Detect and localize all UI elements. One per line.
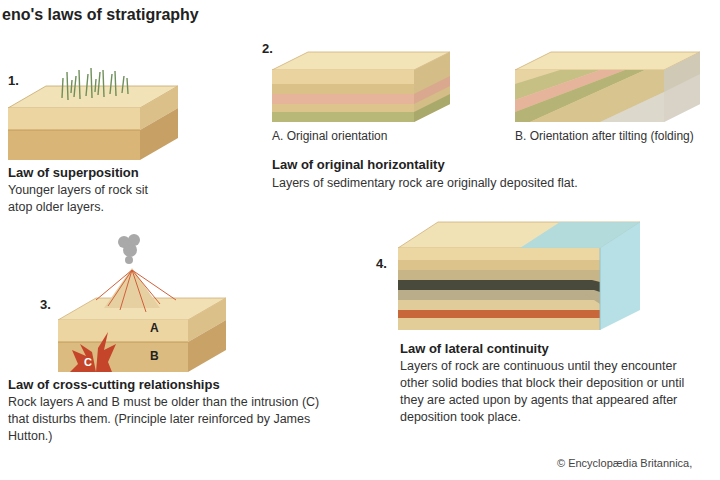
layer-label: B: [150, 348, 159, 364]
panel-caption: B. Orientation after tilting (folding): [515, 128, 694, 144]
law-description: Younger layers of rock sit atop older la…: [8, 182, 168, 216]
law-description: Layers of sedimentary rock are originall…: [272, 175, 692, 192]
law-heading: Law of superposition: [8, 164, 139, 182]
law-description: Rock layers A and B must be older than t…: [8, 394, 328, 445]
callout-number: 2.: [262, 40, 273, 58]
law-description: Layers of rock are continuous until they…: [400, 358, 700, 426]
horizontal-block: [272, 52, 450, 122]
copyright-note: © Encyclopædia Britannica,: [557, 456, 692, 471]
law-heading: Law of cross-cutting relationships: [8, 376, 220, 394]
panel-caption: A. Original orientation: [272, 128, 387, 144]
superposition-block: [8, 68, 178, 160]
law-heading: Law of original horizontality: [272, 156, 445, 174]
diagram-title: eno's laws of stratigraphy: [2, 4, 199, 26]
callout-number: 3.: [40, 296, 51, 314]
cross-cutting-block: [58, 234, 226, 372]
intrusion-label: C: [84, 355, 92, 370]
layer-label: A: [150, 320, 159, 336]
callout-number: 1.: [8, 72, 19, 90]
lateral-continuity-block: [398, 222, 640, 330]
callout-number: 4.: [376, 255, 387, 273]
law-heading: Law of lateral continuity: [400, 340, 549, 358]
tilted-block: [515, 52, 700, 122]
